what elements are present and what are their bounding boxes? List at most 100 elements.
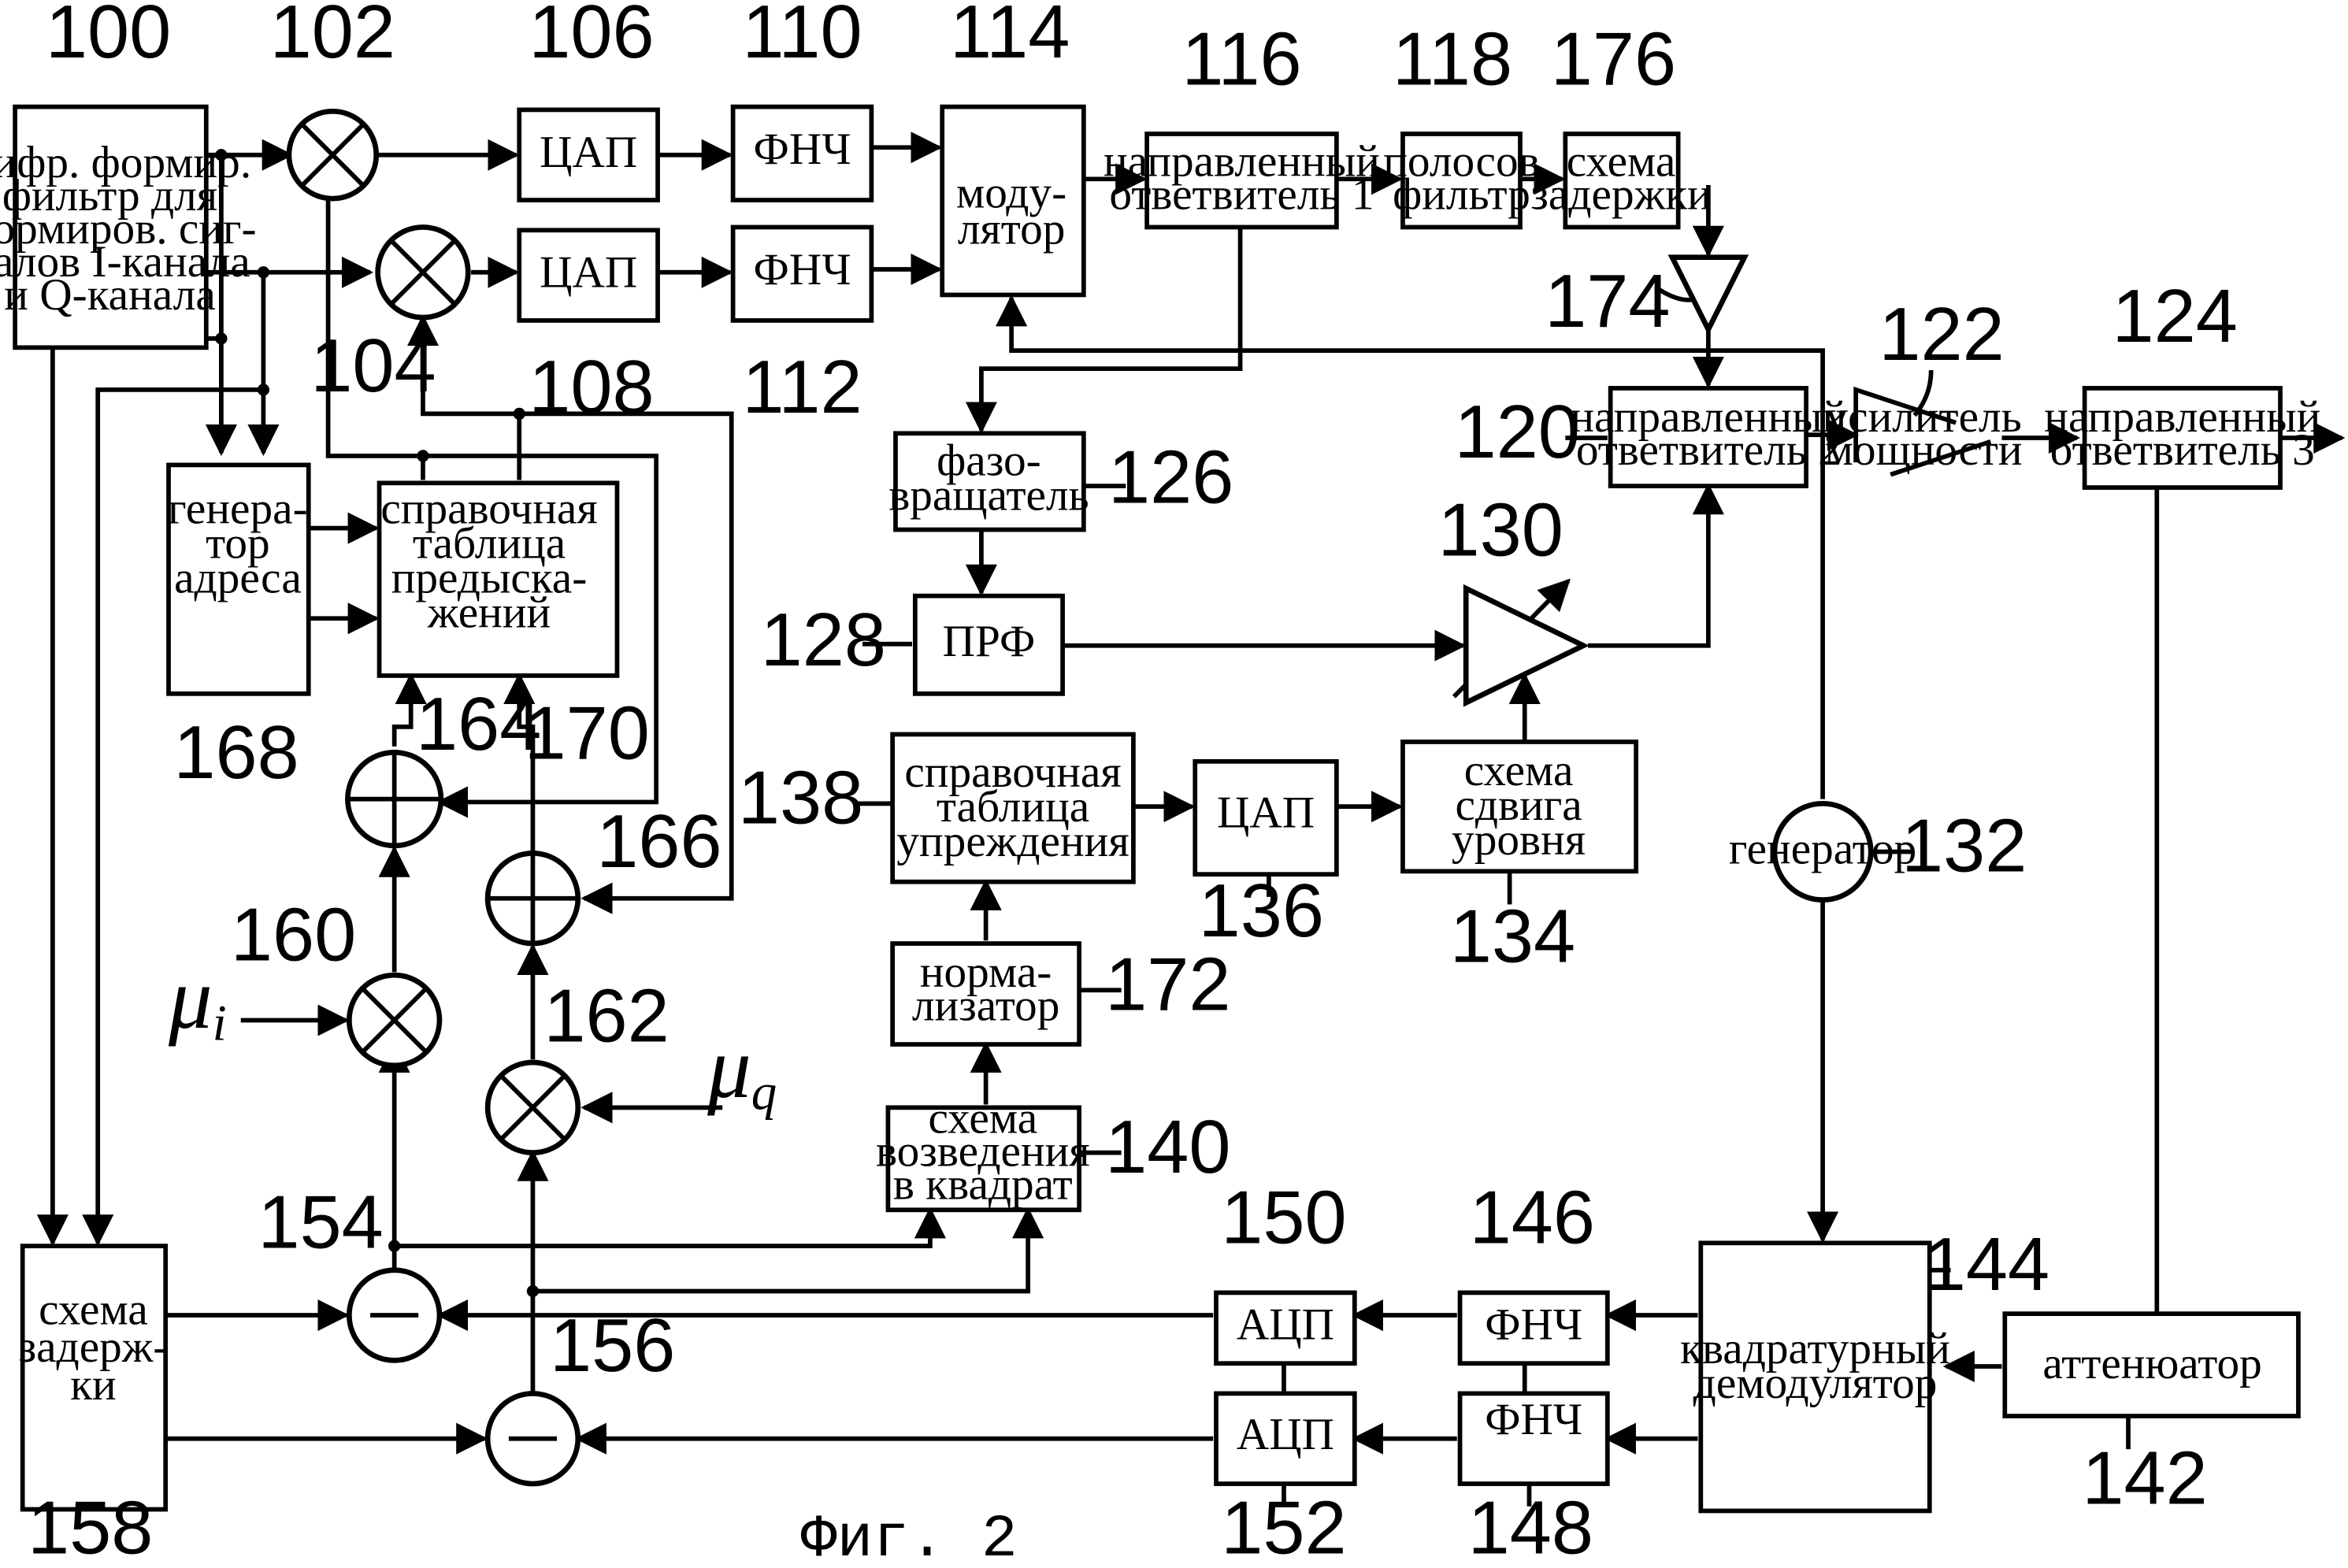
svg-text:справочная: справочная — [380, 484, 597, 534]
mixer-104 — [375, 224, 471, 321]
svg-text:аттенюатор: аттенюатор — [2042, 1339, 2262, 1388]
svg-text:146: 146 — [1470, 1177, 1595, 1260]
svg-text:генератор: генератор — [1729, 825, 1917, 874]
svg-text:110: 110 — [742, 0, 862, 74]
svg-text:мощности: мощности — [1825, 425, 2023, 475]
svg-text:160: 160 — [231, 893, 356, 977]
svg-text:возведения: возведения — [876, 1127, 1090, 1177]
svg-text:114: 114 — [950, 0, 1070, 74]
block-158-delay: схема задерж- ки — [18, 1244, 168, 1512]
svg-text:102: 102 — [270, 0, 395, 74]
svg-text:ответвитель 3: ответвитель 3 — [2050, 425, 2315, 475]
svg-text:ФНЧ: ФНЧ — [754, 245, 851, 295]
block-128-prf: ПРФ — [912, 593, 1065, 696]
block-146-lpf: ФНЧ — [1457, 1290, 1610, 1366]
svg-text:уровня: уровня — [1452, 815, 1586, 865]
svg-text:фильтр для: фильтр для — [2, 171, 217, 221]
svg-text:направленный: направленный — [2044, 392, 2320, 442]
svg-text:вращатель: вращатель — [888, 470, 1089, 520]
svg-text:144: 144 — [1924, 1223, 2049, 1307]
mixer-102 — [286, 108, 380, 202]
svg-text:132: 132 — [1901, 805, 2027, 888]
svg-text:128: 128 — [761, 599, 886, 682]
block-148-lpf: ФНЧ — [1457, 1391, 1610, 1486]
block-134-level-shifter: схема сдвига уровня — [1400, 740, 1639, 874]
svg-text:ФНЧ: ФНЧ — [1485, 1299, 1582, 1349]
svg-text:104: 104 — [310, 324, 436, 408]
block-100-digital-filter: цифр. формир. фильтр для формиров. сиг- … — [0, 104, 257, 350]
svg-text:112: 112 — [742, 346, 862, 429]
svg-text:фильтр: фильтр — [1393, 169, 1530, 219]
block-152-adc: АЦП — [1214, 1391, 1357, 1486]
subtractor-156 — [484, 1391, 581, 1487]
mu-q-label: μq — [707, 1019, 777, 1121]
svg-text:моду-: моду- — [956, 168, 1066, 217]
svg-text:предыска-: предыска- — [391, 554, 588, 603]
svg-text:АЦП: АЦП — [1237, 1410, 1334, 1459]
svg-text:норма-: норма- — [920, 947, 1052, 997]
block-116-coupler-1: направленный ответвитель 1 — [1104, 132, 1380, 230]
svg-text:148: 148 — [1468, 1486, 1593, 1568]
svg-text:152: 152 — [1221, 1486, 1346, 1568]
block-126-phase-shifter: фазо- вращатель — [888, 431, 1089, 532]
svg-text:лятор: лятор — [958, 204, 1066, 254]
svg-text:схема: схема — [928, 1094, 1037, 1144]
svg-text:174: 174 — [1545, 260, 1670, 343]
block-112-lpf: ФНЧ — [730, 224, 874, 323]
block-176-delay: схема задержки — [1530, 132, 1712, 230]
svg-text:жений: жений — [427, 588, 551, 638]
multiplier-162 — [484, 1059, 581, 1156]
block-172-normalizer: норма- лизатор — [890, 941, 1081, 1047]
variable-amp-130 — [1463, 584, 1589, 707]
svg-text:и Q-канала: и Q-канала — [4, 270, 216, 320]
svg-text:формиров. сиг-: формиров. сиг- — [0, 204, 257, 254]
svg-text:задержки: задержки — [1530, 169, 1711, 219]
junctions — [215, 149, 540, 1298]
block-138-lead-table: справочная таблица упреждения — [890, 732, 1136, 884]
svg-text:направленный: направленный — [1570, 392, 1846, 442]
block-132-oscillator: генератор — [1729, 800, 1917, 903]
svg-text:демодулятор: демодулятор — [1693, 1359, 1938, 1408]
adder-164 — [345, 750, 444, 849]
svg-text:цифр. формир.: цифр. формир. — [0, 138, 251, 187]
svg-text:136: 136 — [1199, 869, 1324, 953]
subtractor-154 — [346, 1267, 443, 1363]
svg-text:106: 106 — [529, 0, 654, 74]
svg-text:168: 168 — [173, 711, 299, 795]
block-118-bandpass: полосов фильтр — [1383, 132, 1540, 230]
svg-text:упреждения: упреждения — [896, 817, 1129, 866]
block-106-dac: ЦАП — [517, 107, 660, 202]
block-114-modulator: моду- лятор — [940, 104, 1086, 298]
svg-text:фазо-: фазо- — [937, 436, 1041, 486]
svg-text:166: 166 — [596, 800, 721, 884]
svg-text:124: 124 — [2112, 275, 2238, 358]
svg-text:ПРФ: ПРФ — [943, 617, 1036, 666]
svg-text:164: 164 — [416, 683, 541, 766]
figure-caption: Фиг. 2 — [801, 1505, 1018, 1568]
svg-text:142: 142 — [2082, 1436, 2207, 1520]
svg-text:108: 108 — [529, 346, 654, 429]
block-142-attenuator: аттенюатор — [2002, 1311, 2301, 1418]
svg-text:схема: схема — [39, 1284, 148, 1334]
svg-text:122: 122 — [1879, 293, 2004, 376]
svg-text:172: 172 — [1105, 943, 1230, 1027]
svg-text:схема: схема — [1567, 136, 1676, 186]
svg-text:162: 162 — [543, 975, 669, 1058]
svg-text:150: 150 — [1221, 1177, 1346, 1260]
svg-text:134: 134 — [1450, 895, 1575, 978]
svg-text:задерж-: задерж- — [18, 1322, 168, 1372]
svg-text:138: 138 — [738, 757, 863, 840]
svg-text:ЦАП: ЦАП — [540, 248, 637, 298]
svg-text:ответвитель 1: ответвитель 1 — [1109, 169, 1374, 219]
svg-text:130: 130 — [1437, 488, 1563, 572]
svg-text:154: 154 — [258, 1181, 383, 1264]
block-144-quadrature-demodulator: квадратурный демодулятор — [1680, 1240, 1950, 1514]
reference-numbers: 100 102 106 110 114 116 118 176 174 104 … — [28, 0, 2238, 1568]
svg-text:схема: схема — [1464, 746, 1574, 795]
svg-text:налов I-канала: налов I-канала — [0, 237, 250, 287]
block-124-coupler-3: направленный ответвитель 3 — [2044, 386, 2320, 490]
svg-text:ЦАП: ЦАП — [540, 128, 637, 177]
svg-text:генера-: генера- — [168, 484, 307, 534]
svg-text:лизатор: лизатор — [912, 980, 1059, 1030]
